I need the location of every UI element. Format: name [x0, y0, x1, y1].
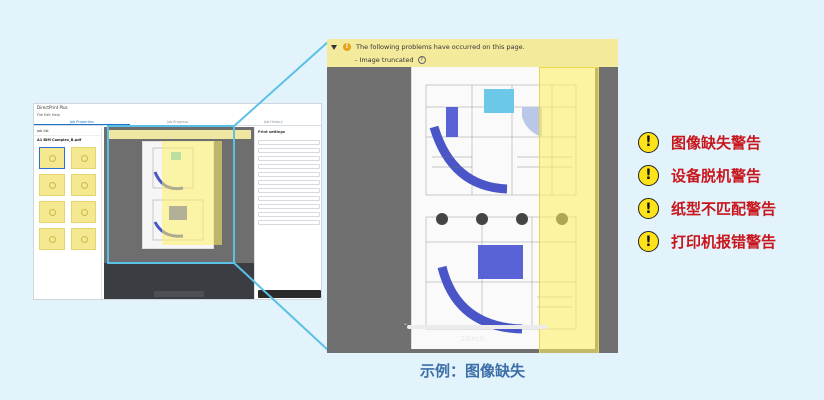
- collapse-triangle-icon[interactable]: [331, 44, 337, 50]
- settings-field[interactable]: [258, 148, 320, 153]
- paper-roll-edge: [407, 325, 547, 329]
- settings-field[interactable]: [258, 212, 320, 217]
- page-thumbnail[interactable]: [39, 147, 65, 169]
- exclamation-icon: !: [638, 231, 659, 253]
- truncated-image-area: [539, 67, 599, 353]
- page-thumbnail[interactable]: [70, 174, 96, 196]
- mini-warning-banner: [107, 130, 251, 139]
- warning-paper-mismatch: 纸型不匹配警告: [671, 200, 777, 219]
- app-menu: File Edit Help: [37, 113, 60, 117]
- scroll-handle-icon[interactable]: ⌄: [403, 320, 409, 327]
- exclamation-icon: !: [638, 198, 659, 220]
- settings-field[interactable]: [258, 188, 320, 193]
- settings-field[interactable]: [258, 196, 320, 201]
- settings-field[interactable]: [258, 180, 320, 185]
- app-title: DirectPrint Plus: [37, 105, 68, 110]
- warning-printer-error: 打印机报错警告: [671, 233, 777, 252]
- tab-job-properties[interactable]: Job Properties: [34, 118, 130, 125]
- mini-truncated-area: [162, 141, 222, 245]
- tab-job-progress[interactable]: Job Progress: [166, 120, 189, 124]
- page-thumbnail[interactable]: [70, 201, 96, 223]
- settings-field[interactable]: [258, 204, 320, 209]
- example-caption: 示例：图像缺失: [419, 362, 525, 380]
- settings-field[interactable]: [258, 156, 320, 161]
- tab-job-history[interactable]: Job History: [263, 120, 283, 124]
- page-thumbnail[interactable]: [70, 147, 96, 169]
- warning-detail: - Image truncated: [355, 56, 414, 64]
- mini-control-bar: [104, 263, 254, 299]
- print-settings-title: Print settings: [258, 130, 285, 134]
- page-thumbnail[interactable]: [39, 228, 65, 250]
- zoom-selection-box: [107, 125, 235, 264]
- job-list-label: Job list: [34, 127, 101, 136]
- warning-message: The following problems have occurred on …: [356, 43, 525, 51]
- list-item: ! 打印机报错警告: [638, 231, 818, 253]
- settings-field[interactable]: [258, 172, 320, 177]
- roll-width-label: 23inch: [460, 335, 485, 343]
- warning-image-missing: 图像缺失警告: [671, 133, 762, 152]
- settings-field[interactable]: [258, 220, 320, 225]
- page-thumbnails: [34, 144, 101, 254]
- exclamation-icon: !: [638, 164, 659, 186]
- settings-field[interactable]: [258, 140, 320, 145]
- list-item: ! 纸型不匹配警告: [638, 198, 818, 220]
- job-list-panel: Job list A1 BIM Complex_B.pdf: [34, 127, 102, 299]
- exclamation-icon: !: [638, 131, 659, 153]
- mini-zoom-controls[interactable]: [154, 291, 204, 297]
- warning-device-offline: 设备脱机警告: [671, 166, 762, 185]
- help-icon[interactable]: ?: [417, 56, 426, 64]
- list-item: ! 图像缺失警告: [638, 131, 818, 153]
- warning-type-list: ! 图像缺失警告 ! 设备脱机警告 ! 纸型不匹配警告 ! 打印机报错警告: [638, 131, 818, 264]
- print-button[interactable]: [258, 290, 321, 298]
- file-name[interactable]: A1 BIM Complex_B.pdf: [37, 138, 82, 142]
- page-thumbnail[interactable]: [39, 201, 65, 223]
- page-thumbnail[interactable]: [39, 174, 65, 196]
- page-thumbnail[interactable]: [70, 228, 96, 250]
- settings-field[interactable]: [258, 164, 320, 169]
- preview-panel-small: [104, 127, 254, 299]
- print-settings-panel: Print settings: [254, 127, 321, 299]
- warning-icon: !: [343, 43, 351, 51]
- list-item: ! 设备脱机警告: [638, 164, 818, 186]
- warning-banner: ! The following problems have occurred o…: [327, 39, 618, 67]
- zoomed-preview: ! The following problems have occurred o…: [327, 39, 618, 353]
